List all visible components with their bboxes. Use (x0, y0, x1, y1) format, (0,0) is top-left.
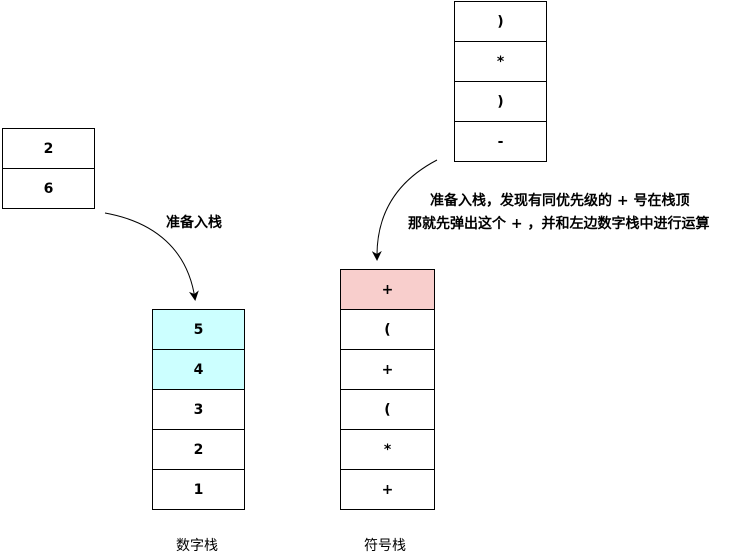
incoming-symbol-cell: * (454, 41, 547, 82)
symbol-stack-cell: ( (340, 389, 435, 430)
incoming-symbol-cell: ) (454, 1, 547, 42)
incoming-symbol-cell: ) (454, 81, 547, 122)
number-stack-cell: 3 (152, 389, 245, 430)
symbol-stack-cell: ( (340, 309, 435, 350)
symbol-stack-label: 符号栈 (364, 538, 406, 554)
incoming-numbers-box: 2 6 (2, 128, 95, 209)
symbol-stack: + ( + ( * + (340, 269, 435, 510)
number-stack: 5 4 3 2 1 (152, 309, 245, 510)
push-symbols-note-line1: 准备入栈，发现有同优先级的 + 号在栈顶 (430, 193, 690, 209)
incoming-number-cell: 6 (2, 168, 95, 209)
push-numbers-note: 准备入栈 (166, 215, 222, 231)
number-stack-cell: 1 (152, 469, 245, 510)
number-stack-label: 数字栈 (176, 538, 218, 554)
arrow-numbers-to-stack (104, 212, 199, 301)
number-stack-cell: 5 (152, 309, 245, 350)
symbol-stack-cell: + (340, 469, 435, 510)
incoming-symbols-box: ) * ) - (454, 1, 547, 162)
symbol-stack-cell: * (340, 429, 435, 470)
symbol-stack-cell: + (340, 349, 435, 390)
push-symbols-note-line2: 那就先弹出这个 + ，并和左边数字栈中进行运算 (408, 216, 710, 232)
incoming-number-cell: 2 (2, 128, 95, 169)
incoming-symbol-cell: - (454, 121, 547, 162)
arrow-symbols-to-stack (371, 159, 438, 261)
